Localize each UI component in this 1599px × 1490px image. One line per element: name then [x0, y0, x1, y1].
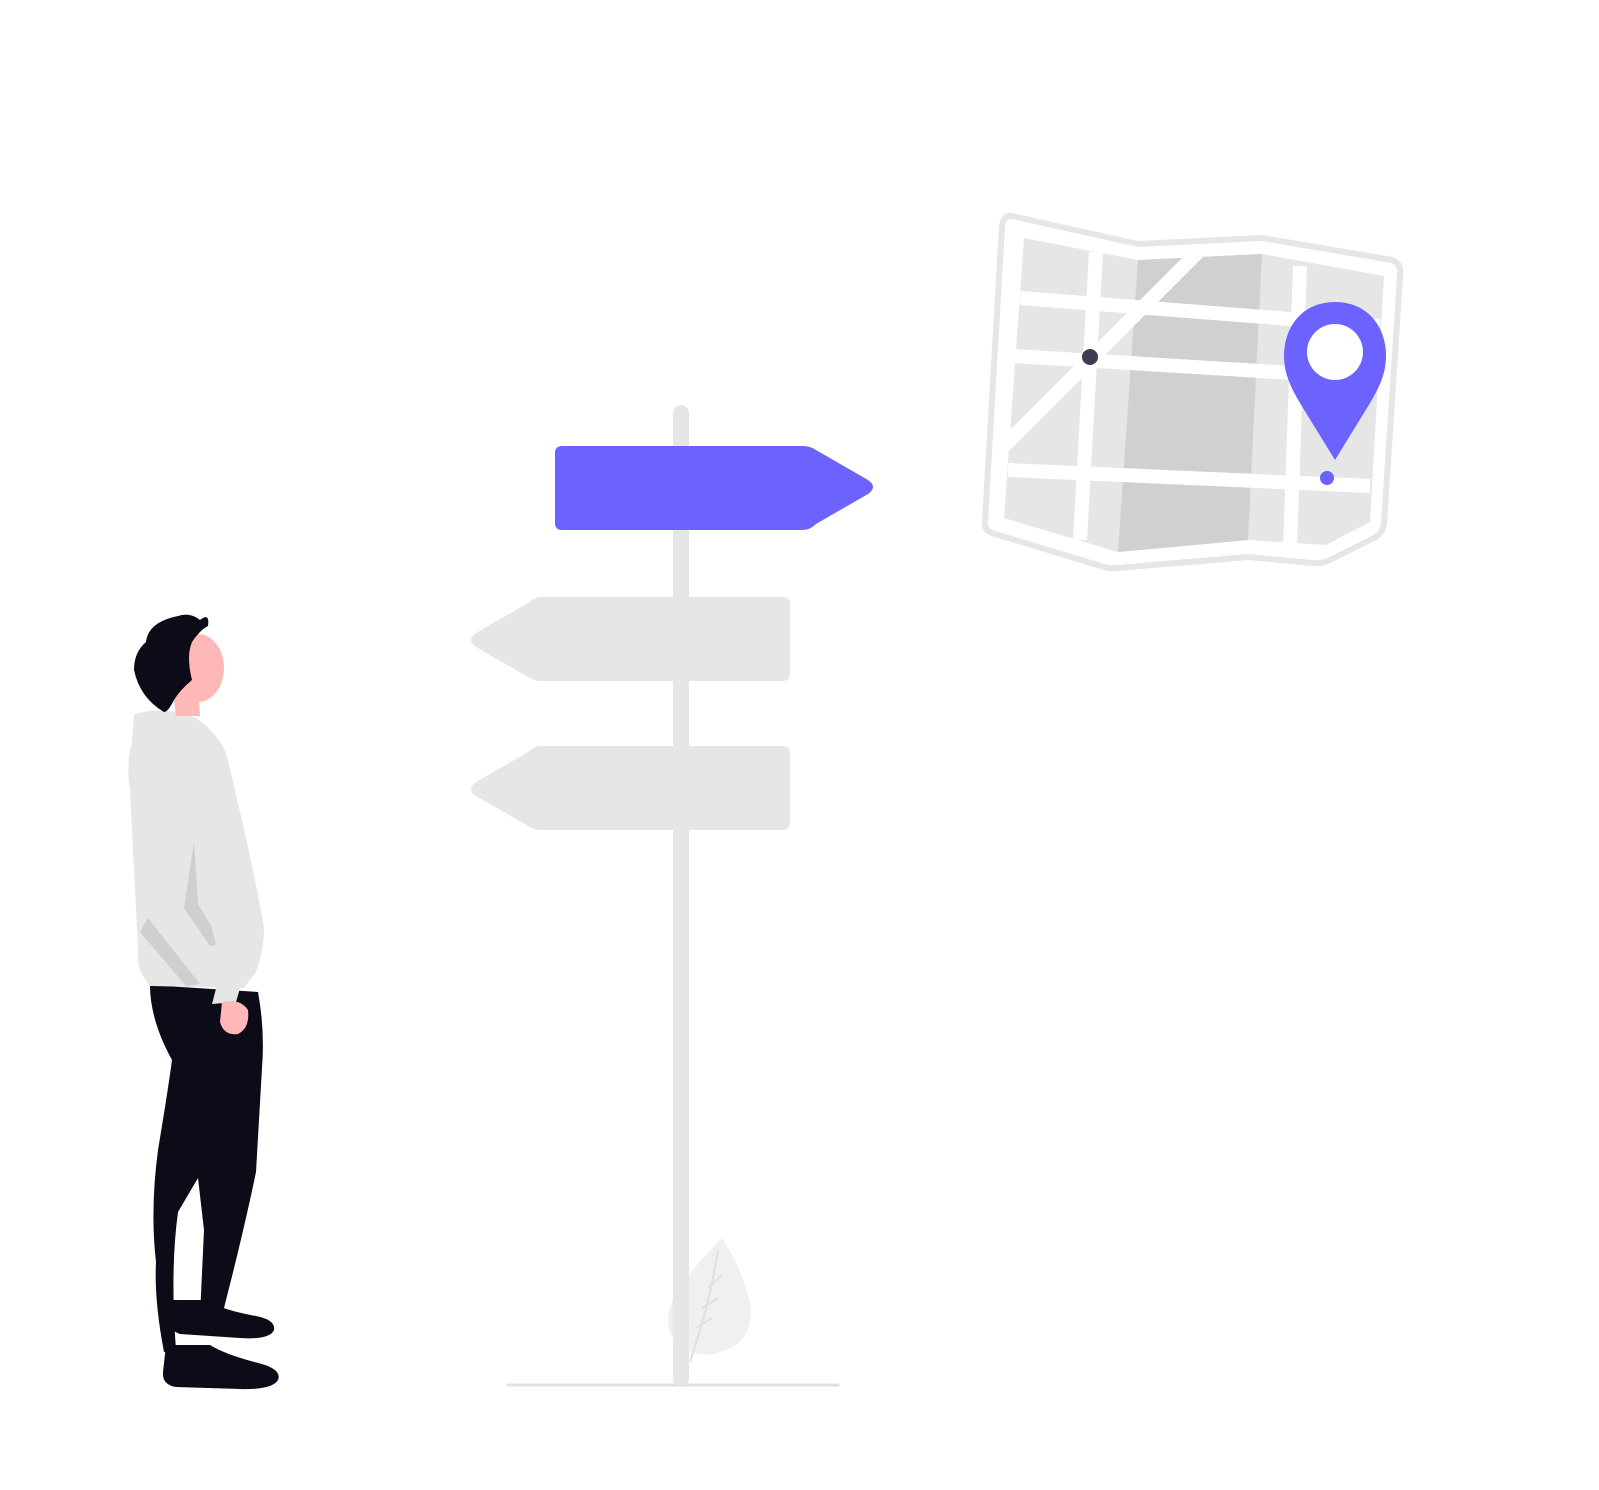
person-pants [150, 985, 263, 1352]
sign-right-accent [555, 446, 873, 530]
map-location-dot [1082, 349, 1098, 365]
map-icon [981, 212, 1404, 572]
person-hair [134, 614, 209, 712]
signpost-pole [673, 405, 689, 1387]
person-sleeve [196, 730, 249, 1004]
person-front-shoe [162, 1345, 279, 1390]
person-hoodie-shadow [184, 842, 222, 946]
map-dark-fold [1118, 254, 1262, 552]
location-pin-icon [1284, 302, 1386, 485]
person-hand [220, 1001, 249, 1035]
sign-left-upper [471, 597, 790, 681]
signpost-icon [471, 405, 873, 1387]
sign-left-lower [471, 746, 790, 830]
person-back-shoe [169, 1300, 275, 1339]
person-figure [128, 614, 279, 1390]
